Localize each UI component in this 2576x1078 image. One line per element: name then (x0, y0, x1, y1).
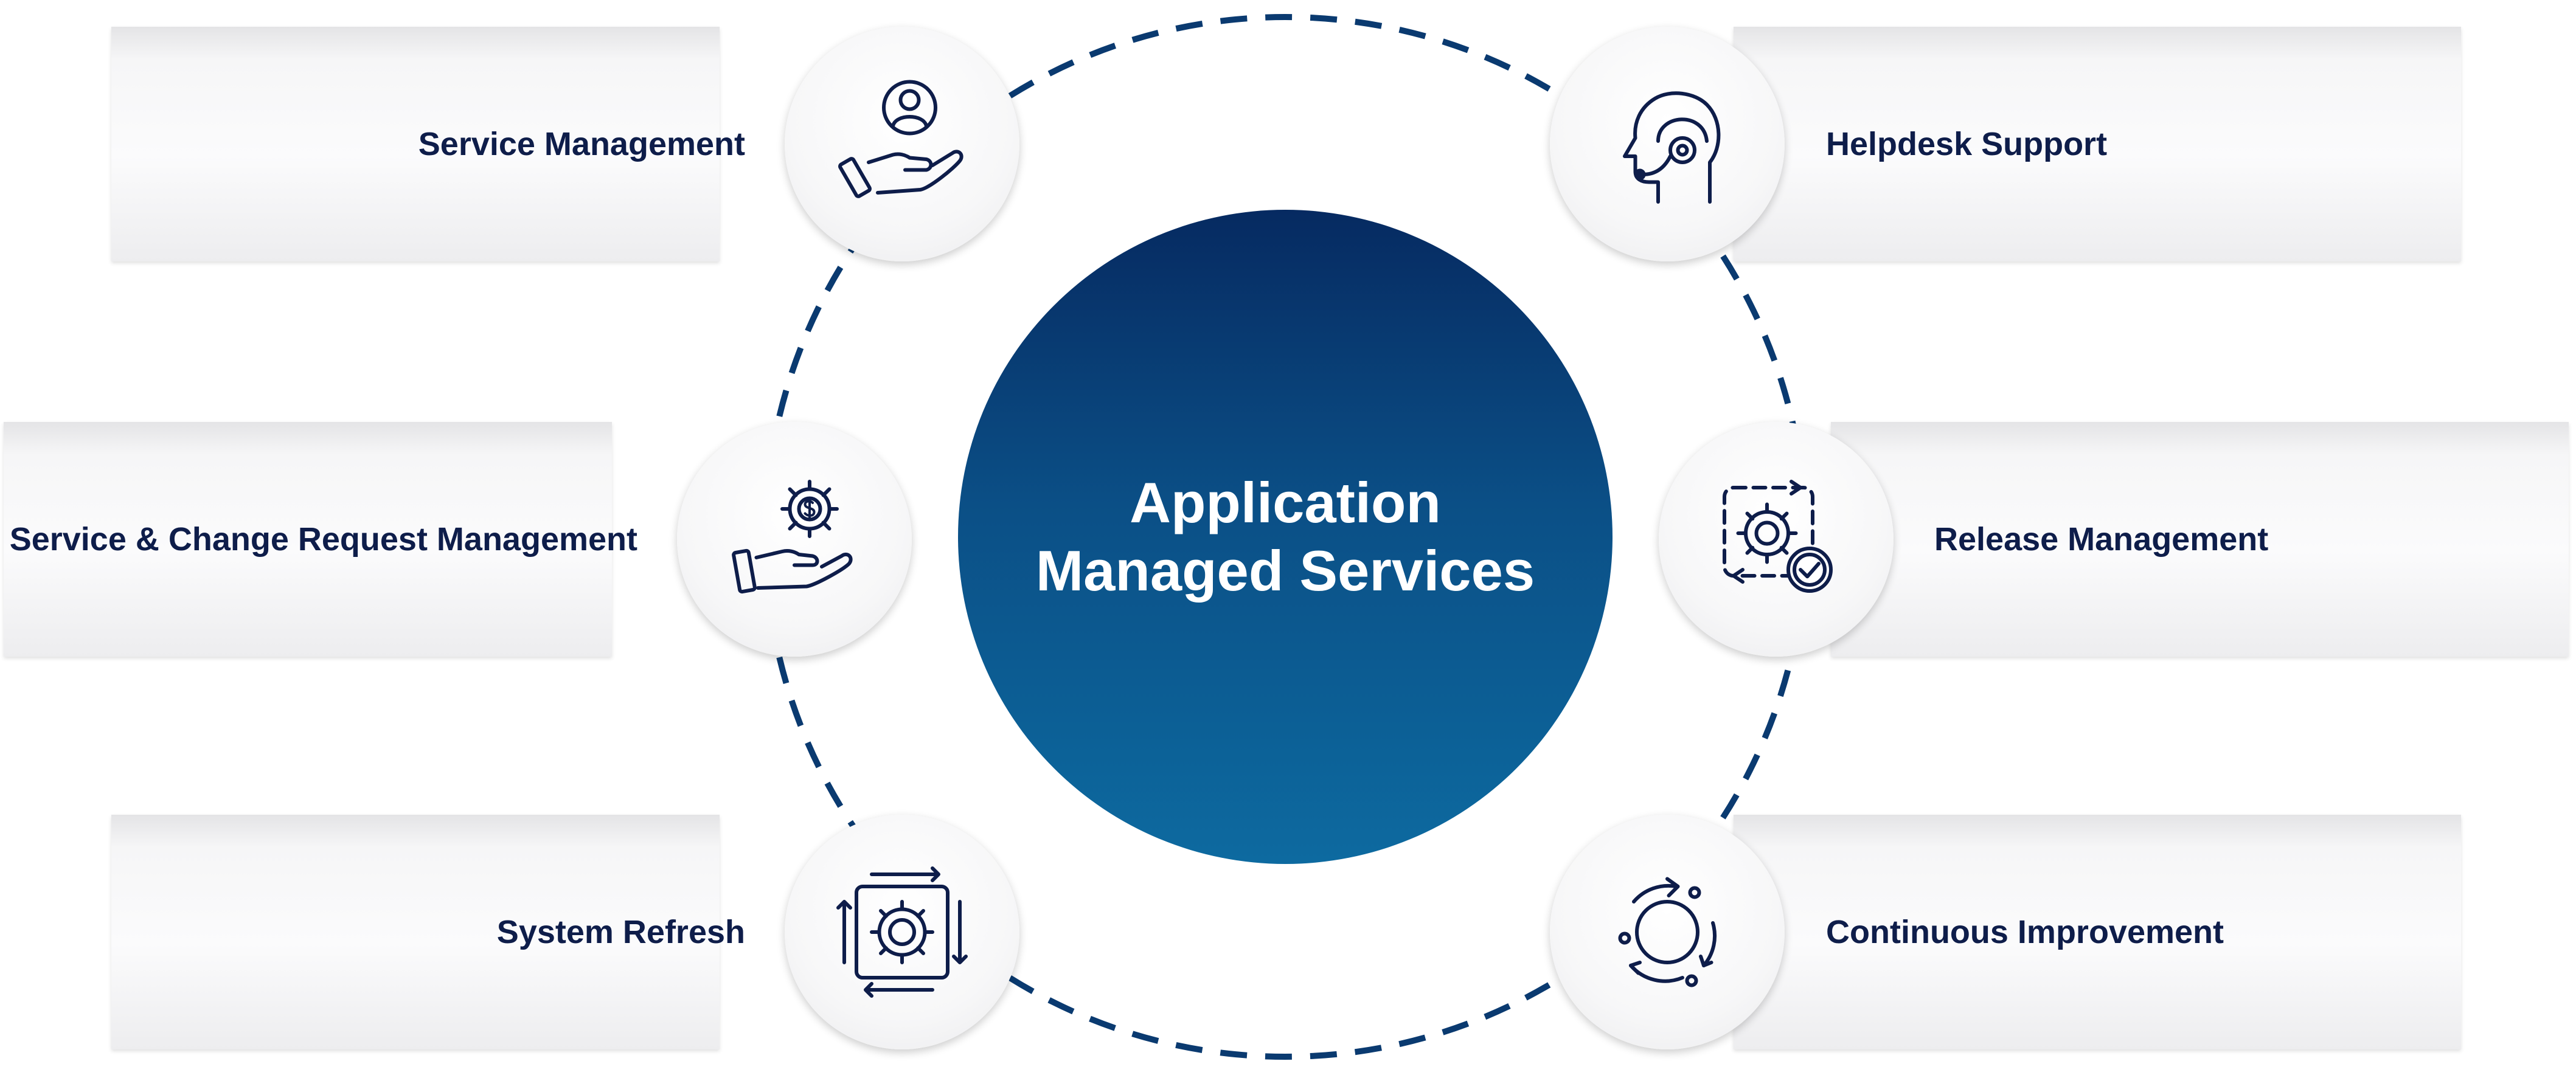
hand-dollar-gear-icon (677, 422, 912, 657)
center-circle: Application Managed Services (958, 210, 1613, 864)
item-label-helpdesk-support: Helpdesk Support (1826, 126, 2108, 162)
item-label-continuous-improvement: Continuous Improvement (1826, 914, 2224, 950)
item-bar-helpdesk-support: Helpdesk Support (1734, 27, 2461, 261)
item-label-system-refresh: System Refresh (496, 914, 745, 950)
hand-user-icon (785, 27, 1019, 261)
item-bar-system-refresh: System Refresh (111, 815, 745, 1049)
item-label-release-management: Release Management (1934, 521, 2269, 558)
gear-check-cycle-icon (1659, 422, 1894, 657)
refresh-gear-icon (785, 815, 1019, 1049)
item-bar-continuous-improvement: Continuous Improvement (1734, 815, 2461, 1049)
center-title-line2: Managed Services (1035, 539, 1535, 603)
headset-person-icon (1550, 27, 1785, 261)
item-label-service-management: Service Management (418, 126, 745, 162)
cycle-arrows-icon (1550, 815, 1785, 1049)
item-bar-release-management: Release Management (1831, 422, 2569, 657)
center-title-line1: Application (1130, 471, 1441, 534)
item-bar-service-change-request-management: Service & Change Request Management (4, 422, 637, 657)
item-label-service-change-request-management: Service & Change Request Management (9, 521, 637, 558)
item-bar-service-management: Service Management (111, 27, 745, 261)
